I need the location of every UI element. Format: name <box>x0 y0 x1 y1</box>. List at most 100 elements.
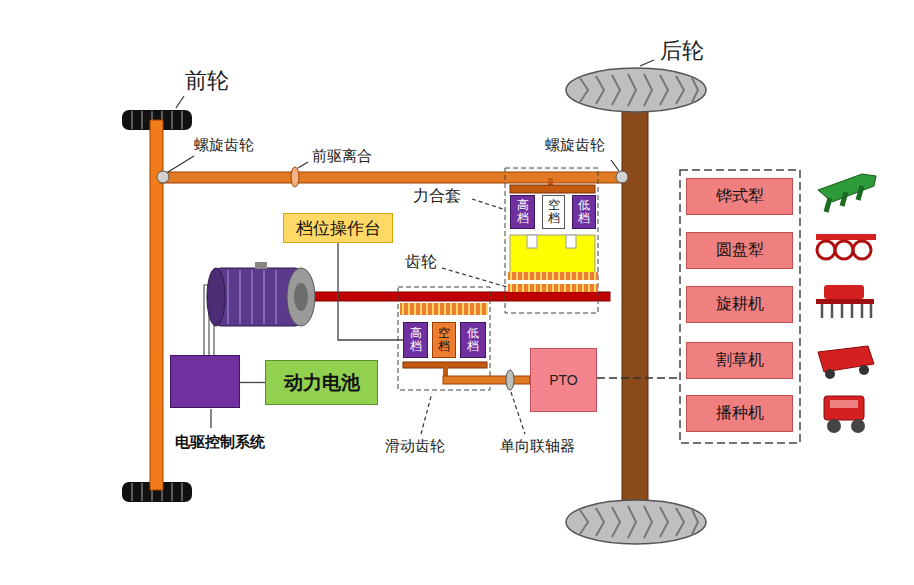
battery-box: 动力电池 <box>265 360 378 405</box>
gear-position-box: 空档 <box>432 322 456 358</box>
box-label: 档位操作台 <box>296 217 381 240</box>
gear-label: 高档 <box>517 199 529 225</box>
chassis-frame <box>291 167 299 187</box>
implement-icon <box>824 396 865 433</box>
electric-motor <box>300 292 610 301</box>
wire-connector <box>240 382 265 383</box>
implement-icon <box>851 419 865 433</box>
leader-line <box>168 156 194 172</box>
leader-line <box>210 409 211 428</box>
gear-label: 空档 <box>438 327 450 353</box>
implement-icon <box>822 304 871 318</box>
implement-icon <box>827 419 841 433</box>
implement-group <box>597 170 800 443</box>
implement-icon <box>816 285 874 318</box>
chassis-frame <box>150 120 625 490</box>
implement-box: 播种机 <box>686 395 793 432</box>
control-console: 档位操作台 <box>283 213 393 243</box>
box-label: 播种机 <box>716 403 764 424</box>
upper-gear-assembly <box>511 284 595 292</box>
controller-box: 电驱控制系统 <box>170 355 240 408</box>
upper-gear-assembly <box>511 272 595 280</box>
part-label: 螺旋齿轮 <box>192 136 256 153</box>
wire-connector <box>338 243 403 340</box>
gear-label: 空档 <box>548 199 560 225</box>
upper-gear-assembly <box>505 168 598 313</box>
leader-line <box>421 393 432 434</box>
lower-gear-assembly <box>403 303 487 315</box>
rear-axle <box>580 74 698 106</box>
implement-icon <box>817 241 835 259</box>
electric-motor <box>287 268 315 326</box>
implement-icon <box>818 174 876 212</box>
part-label: 后轮 <box>658 38 706 63</box>
implement-group <box>680 170 800 443</box>
implement-icon <box>859 365 869 375</box>
part-label: 前轮 <box>183 68 231 93</box>
box-label: 割草机 <box>716 350 764 371</box>
part-label: 前驱离合 <box>310 147 374 164</box>
leader-line <box>442 268 507 287</box>
upper-gear-assembly <box>505 168 598 313</box>
leader-line <box>640 60 654 66</box>
lower-gear-assembly <box>398 287 530 390</box>
implement-box: 铧式犁 <box>686 178 793 215</box>
upper-gear-assembly <box>527 235 537 248</box>
gear-position-box: 低档 <box>572 195 596 229</box>
lower-gear-assembly <box>443 376 530 384</box>
implement-icon <box>824 396 864 420</box>
implement-icon <box>818 174 876 202</box>
implement-box: 割草机 <box>686 342 793 379</box>
upper-gear-assembly <box>510 185 595 193</box>
electric-motor <box>228 270 276 324</box>
lower-gear-assembly <box>398 287 490 390</box>
part-label: 滑动齿轮 <box>383 437 447 454</box>
upper-gear-assembly <box>508 272 598 280</box>
implement-icon <box>816 234 876 240</box>
implement-icon <box>824 285 864 299</box>
implement-icon <box>818 346 874 379</box>
rear-axle <box>622 100 648 510</box>
chassis-frame <box>160 172 625 183</box>
part-label: 齿轮 <box>403 253 439 271</box>
box-label: 电驱控制系统 <box>175 433 265 452</box>
implement-icon <box>853 241 871 259</box>
leader-line <box>611 160 619 171</box>
part-label: 力合套 <box>411 187 463 205</box>
gear-position-box: 空档 <box>542 195 565 229</box>
electric-motor <box>294 283 308 311</box>
rear-axle <box>566 500 706 544</box>
leader-line <box>176 96 184 108</box>
implement-icon <box>826 186 862 212</box>
implement-icon <box>835 241 853 259</box>
gear-position-box: 高档 <box>510 195 535 229</box>
implement-group <box>597 377 680 379</box>
implement-box: 旋耕机 <box>686 286 793 323</box>
implement-box: 圆盘犁 <box>686 232 793 269</box>
lower-gear-assembly <box>506 370 514 390</box>
upper-gear-assembly <box>508 284 598 292</box>
upper-gear-assembly <box>566 235 576 248</box>
pto-box: PTO <box>530 348 597 412</box>
box-label: 铧式犁 <box>716 186 764 207</box>
gear-position-box: 高档 <box>403 322 428 358</box>
box-label: 动力电池 <box>284 370 360 396</box>
gear-label: 低档 <box>578 199 590 225</box>
electric-motor <box>207 268 225 326</box>
rear-axle <box>580 506 698 538</box>
upper-gear-assembly <box>510 235 595 273</box>
box-label: 旋耕机 <box>716 294 764 315</box>
part-label: 单向联轴器 <box>498 437 577 454</box>
implement-icon <box>816 174 876 433</box>
gear-label: 高档 <box>410 327 422 353</box>
gear-label: 低档 <box>467 327 479 353</box>
implement-icon <box>825 369 835 379</box>
implement-icon <box>816 299 874 304</box>
box-label: PTO <box>549 372 578 388</box>
leader-line <box>168 60 654 434</box>
gear-position-box: 低档 <box>460 322 486 358</box>
rear-axle <box>566 68 706 112</box>
chassis-frame <box>157 171 169 183</box>
leader-line <box>298 162 308 168</box>
electric-motor <box>255 262 267 269</box>
